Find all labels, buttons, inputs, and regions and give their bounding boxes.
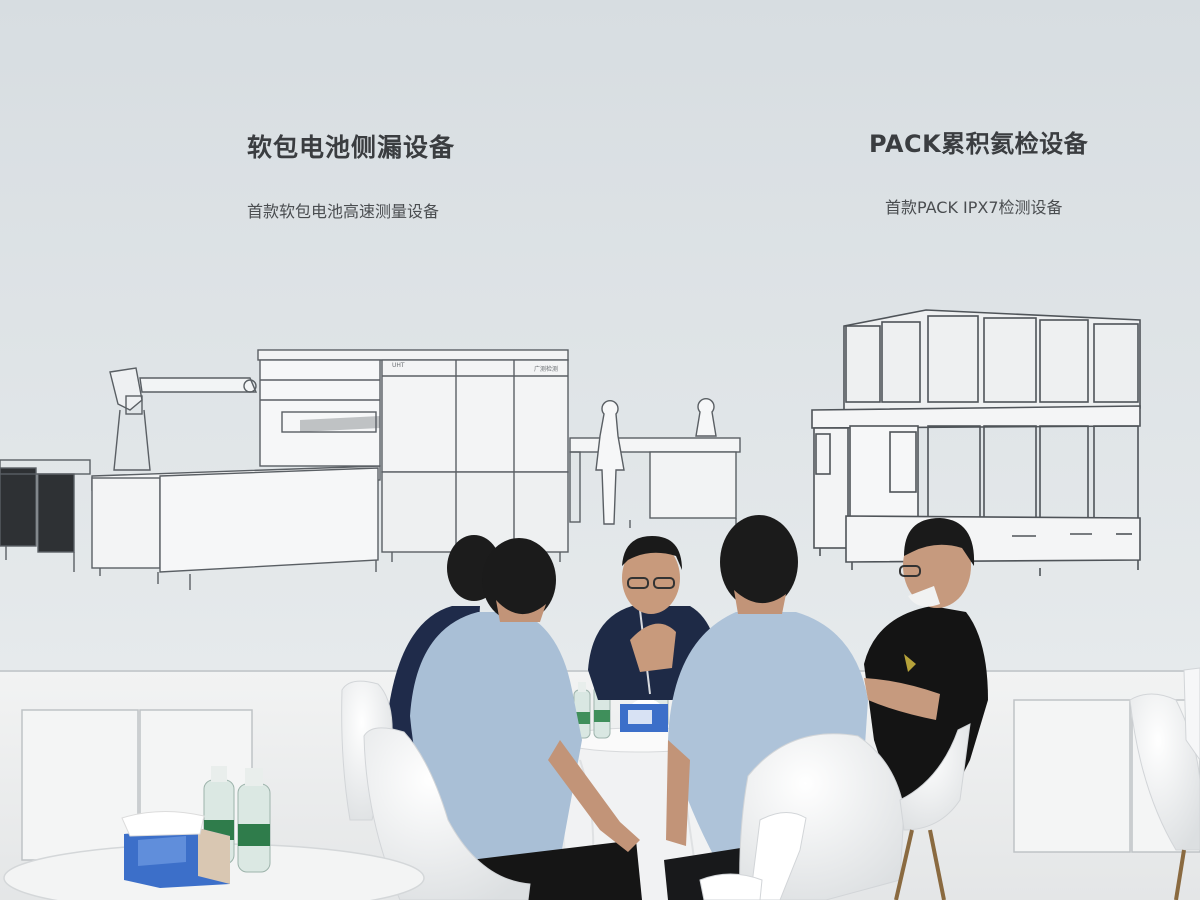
chair-white-front-right xyxy=(699,733,905,900)
chair-white-black-polo xyxy=(894,723,971,900)
tissue-box-front xyxy=(121,811,230,888)
tissue-box-center xyxy=(620,698,668,732)
person-black-polo-right xyxy=(864,518,988,820)
cabinet-door-left xyxy=(21,709,139,861)
left-product-title: 软包电池侧漏设备 xyxy=(247,133,456,162)
right-product-subtitle: 首款PACK IPX7检测设备 xyxy=(885,198,1063,217)
chair-white-front-left xyxy=(363,727,531,900)
cabinet-door-right xyxy=(1013,699,1131,853)
soft-pack-leak-machine-drawing xyxy=(0,349,741,590)
right-product-title: PACK累积氦检设备 xyxy=(869,130,1089,158)
person-blue-shirt-right xyxy=(664,515,868,900)
machine-logo-label: UHT xyxy=(392,362,405,369)
left-product-subtitle: 首款软包电池高速测量设备 xyxy=(247,202,440,221)
machine-nameplate-label: 广测检测 xyxy=(534,366,559,373)
chair-white-far-right xyxy=(1129,667,1200,900)
